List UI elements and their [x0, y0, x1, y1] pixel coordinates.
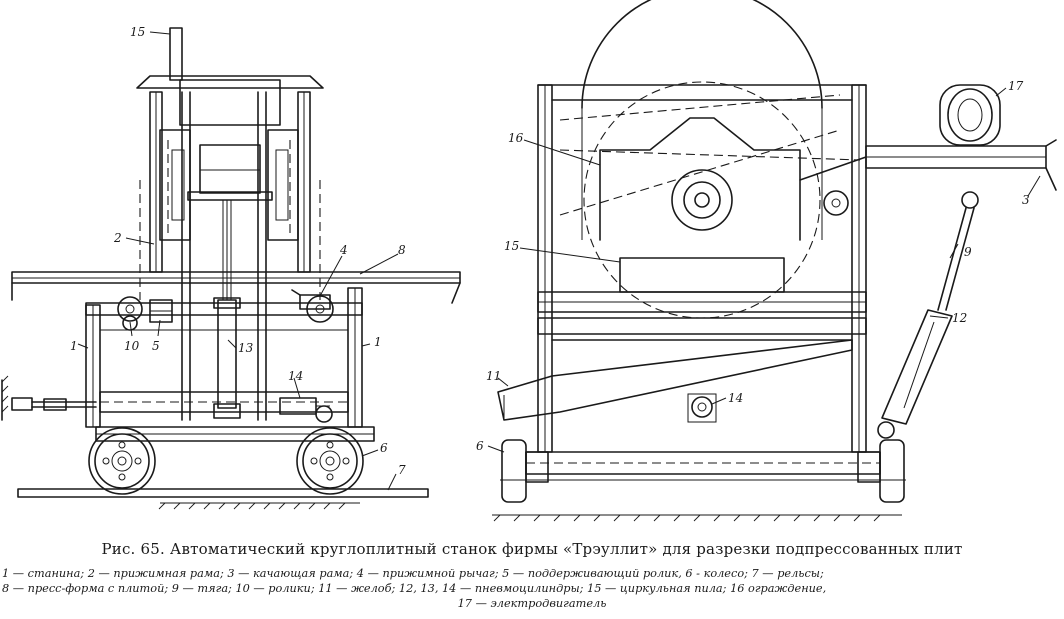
callout-12: 12: [952, 311, 967, 325]
guard-16: [559, 94, 861, 241]
frame-1-left: [85, 304, 101, 428]
callout-5: 5: [152, 339, 160, 353]
callout-16: 16: [508, 131, 524, 145]
callout-4: 4: [339, 243, 348, 257]
callout-6-right: 6: [476, 439, 484, 453]
callout-14-right: 14: [728, 391, 743, 405]
frame-top-beam: [85, 302, 363, 316]
figure-caption: Рис. 65. Автоматический круглоплитный ст…: [101, 540, 963, 558]
rail-7: [17, 488, 429, 510]
callout-3: 3: [1022, 193, 1030, 207]
pneumatic-cylinder-12: [877, 309, 953, 439]
callout-numbers: 15 2 4 8 1 10 5 13 1 14 6 7 17 16 3 9 15…: [70, 25, 1030, 477]
legend-line: 1 — станина; 2 — прижимная рама; 3 — кач…: [2, 567, 824, 580]
leader-lines: [77, 31, 1041, 491]
callout-1-left: 1: [70, 339, 78, 353]
callout-8: 8: [398, 243, 406, 257]
circular-saw-15: [581, 0, 823, 319]
callout-17: 17: [1008, 79, 1024, 93]
wheel-6-side-left: [501, 439, 549, 503]
press-mould-8: [11, 271, 461, 304]
wheel-6-right: [296, 427, 364, 495]
roller-10: [117, 296, 143, 331]
pneumatic-cylinder-14: [279, 397, 333, 423]
legend-line: 8 — пресс-форма с плитой; 9 — тяга; 10 —…: [2, 582, 827, 595]
callout-2: 2: [113, 231, 122, 245]
pneumatic-cylinder-13: [213, 200, 241, 419]
rod-15: [169, 27, 183, 81]
callout-14-left: 14: [288, 369, 303, 383]
callout-15-right: 15: [504, 239, 519, 253]
frame-1-right: [347, 287, 363, 428]
callout-7: 7: [398, 463, 406, 477]
pull-rod-9: [937, 191, 979, 311]
callout-1-right: 1: [374, 335, 382, 349]
swing-frame-3: [799, 139, 1057, 216]
press-lever-4: [291, 289, 334, 323]
wheel-6-left: [88, 427, 156, 495]
chute-11: [497, 339, 853, 421]
support-roller-5: [149, 299, 173, 323]
right-view: [492, 0, 1057, 522]
wheel-6-side-right: [857, 439, 905, 503]
callout-11: 11: [486, 369, 501, 383]
pneumatic-cylinder-14-side: [687, 393, 717, 423]
callout-15-left: 15: [130, 25, 145, 39]
left-view: [1, 27, 461, 510]
technical-drawing: 15 2 4 8 1 10 5 13 1 14 6 7 17 16 3 9 15…: [1, 0, 1057, 522]
callout-10: 10: [124, 339, 140, 353]
legend-line: 17 — электродвигатель: [457, 597, 607, 610]
callout-6-left: 6: [380, 441, 388, 455]
motor-17: [939, 84, 1001, 146]
callout-9: 9: [964, 245, 972, 259]
top-head: [136, 75, 324, 201]
left-mount: [1, 375, 97, 421]
callout-13: 13: [238, 341, 254, 355]
figure-legend: 1 — станина; 2 — прижимная рама; 3 — кач…: [2, 566, 1062, 611]
press-frame-2: [159, 129, 299, 241]
